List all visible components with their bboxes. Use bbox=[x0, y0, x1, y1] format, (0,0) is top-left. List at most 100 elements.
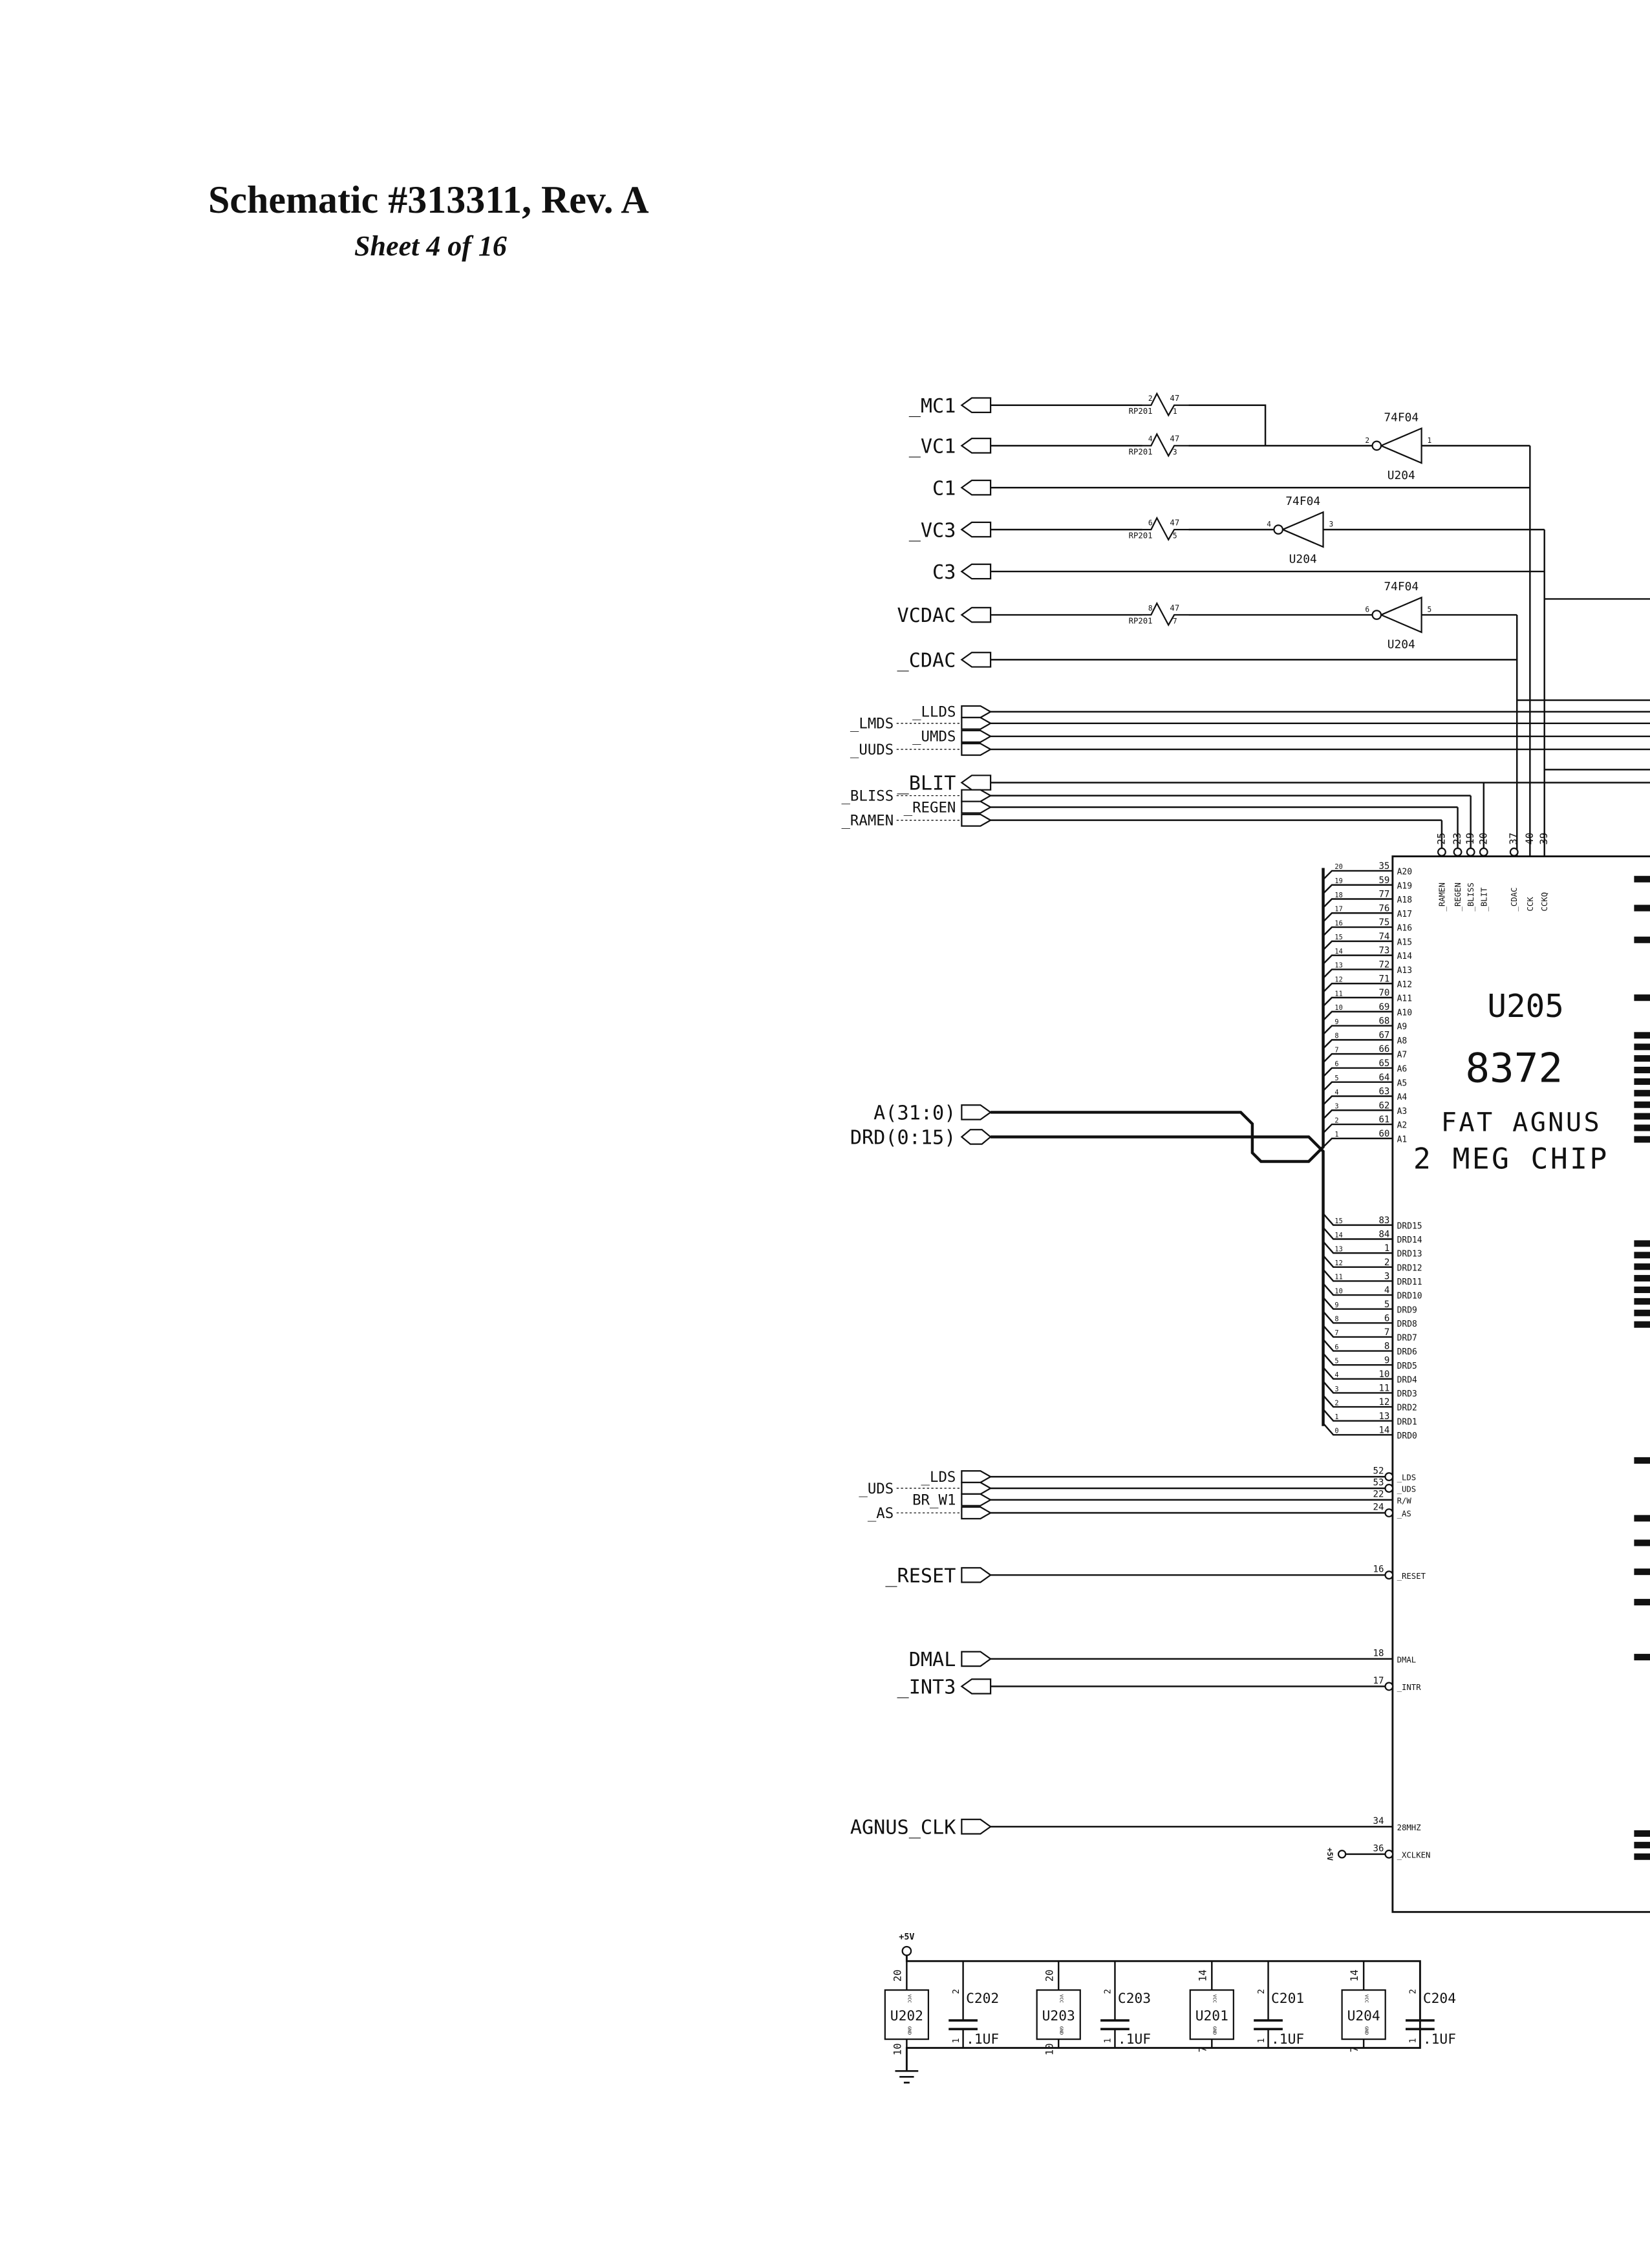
input-connector-icon bbox=[961, 729, 992, 743]
inverter-triangle-icon bbox=[1281, 511, 1324, 548]
inverter-pin: 4 bbox=[1267, 520, 1271, 529]
resistor-zigzag-icon bbox=[1142, 433, 1189, 458]
pin-number: 70 bbox=[1378, 988, 1389, 998]
gnd-label: GND bbox=[1364, 2026, 1369, 2035]
port-br-w1: BR_W1 bbox=[912, 1492, 992, 1509]
bus-index: 11 bbox=[1334, 990, 1342, 998]
offsheet-pin-label-mark bbox=[1634, 1539, 1650, 1546]
port-label: _BLIT bbox=[897, 773, 956, 795]
pin-number: 1 bbox=[1104, 2038, 1113, 2043]
pin-name: _INTR bbox=[1397, 1683, 1422, 1692]
bus-entry bbox=[1322, 1338, 1393, 1352]
input-connector-icon bbox=[961, 705, 992, 718]
resistor-value: 47 bbox=[1170, 518, 1179, 527]
bus-entry bbox=[1322, 1109, 1393, 1120]
resistor-value: 47 bbox=[1170, 603, 1179, 612]
offsheet-pin-label-mark bbox=[1634, 1136, 1650, 1143]
port-label: BR_W1 bbox=[912, 1492, 956, 1509]
pin-bubble-icon bbox=[1384, 1849, 1394, 1859]
bus-entry bbox=[1322, 1296, 1393, 1310]
bus-index: 16 bbox=[1334, 919, 1342, 927]
bus-index: 5 bbox=[1334, 1075, 1338, 1082]
bus-index: 13 bbox=[1334, 1245, 1342, 1253]
pin-number: 72 bbox=[1378, 960, 1389, 970]
bus-index: 15 bbox=[1334, 934, 1342, 941]
pin-bubble-icon bbox=[1384, 1472, 1394, 1482]
vcc-label: VCC bbox=[1058, 1995, 1064, 2003]
gnd-label: GND bbox=[1058, 2026, 1064, 2035]
pin-name: A20 bbox=[1397, 868, 1412, 877]
pin-number: 7 bbox=[1196, 2046, 1208, 2052]
ic-ref: U203 bbox=[1042, 2008, 1075, 2024]
pin-number: 20 bbox=[1043, 1969, 1055, 1982]
bus-index: 14 bbox=[1334, 1232, 1342, 1239]
bus-entry bbox=[1322, 968, 1393, 979]
bus-entry bbox=[1322, 1409, 1393, 1422]
port-label: _VC3 bbox=[909, 519, 956, 542]
offsheet-pin-label-mark bbox=[1634, 1298, 1650, 1305]
pin-name: R/W bbox=[1397, 1496, 1412, 1505]
bus-entry bbox=[1322, 996, 1393, 1007]
capacitor-icon bbox=[1254, 2019, 1283, 2031]
port--blit: _BLIT bbox=[897, 773, 992, 795]
power-label: +5V bbox=[899, 1932, 914, 1942]
bus-entry bbox=[1322, 1255, 1393, 1268]
pin-number: 35 bbox=[1378, 861, 1389, 872]
port-label: _RAMEN bbox=[841, 812, 894, 829]
pin-number: 62 bbox=[1378, 1100, 1389, 1111]
resistor-ref: RP201 bbox=[1129, 531, 1153, 540]
bus-index: 9 bbox=[1334, 1301, 1338, 1309]
pin-name: DRD0 bbox=[1397, 1431, 1417, 1441]
resistor-pin: 2 bbox=[1148, 394, 1153, 403]
resistor-pin: 7 bbox=[1173, 617, 1177, 625]
pin-name: 28MHZ bbox=[1397, 1823, 1422, 1832]
pin-number: 7 bbox=[1348, 2046, 1360, 2052]
inverter-bubble-icon bbox=[1371, 440, 1382, 451]
bus-entry bbox=[1322, 1011, 1393, 1022]
output-connector-icon bbox=[960, 438, 992, 454]
port-label: _AS bbox=[868, 1505, 894, 1522]
parts: _MC1_VC1C1_VC3C3VCDAC_CDAC_LLDS_LMDS_UMD… bbox=[841, 392, 1650, 2084]
bus-entry bbox=[1322, 1226, 1393, 1240]
pin-number: 77 bbox=[1378, 890, 1389, 900]
port--reset: _RESET bbox=[885, 1565, 992, 1587]
port-drd-0-15-: DRD(0:15) bbox=[850, 1127, 992, 1150]
pin-name: A18 bbox=[1397, 895, 1412, 905]
bus-index: 2 bbox=[1334, 1399, 1338, 1407]
pin-name: A13 bbox=[1397, 966, 1412, 976]
inverter-triangle-icon bbox=[1379, 427, 1422, 464]
pin-bubble-icon bbox=[1384, 1682, 1394, 1691]
pin-number: 74 bbox=[1378, 932, 1389, 942]
pin-name: _AS bbox=[1397, 1510, 1411, 1519]
port--bliss: _BLISS bbox=[841, 787, 992, 804]
bus-entry bbox=[1322, 1325, 1393, 1338]
bus-index: 4 bbox=[1334, 1371, 1338, 1379]
pin-number: 1 bbox=[1257, 2038, 1267, 2043]
pin-name: DRD2 bbox=[1397, 1404, 1417, 1413]
offsheet-pin-label-mark bbox=[1634, 1101, 1650, 1108]
pin-bubble-icon bbox=[1453, 847, 1462, 857]
bus-index: 0 bbox=[1334, 1428, 1338, 1435]
pin-number: 5 bbox=[1384, 1300, 1389, 1310]
bus-entry bbox=[1322, 1380, 1393, 1394]
inverter-pin: 6 bbox=[1365, 606, 1369, 614]
port-label: _CDAC bbox=[897, 650, 956, 672]
bus-entry bbox=[1322, 954, 1393, 965]
bus-index: 2 bbox=[1334, 1117, 1338, 1124]
bus-entry bbox=[1322, 1268, 1393, 1282]
pin-name: A16 bbox=[1397, 924, 1412, 934]
pin-number: 67 bbox=[1378, 1030, 1389, 1040]
pin-name: DRD8 bbox=[1397, 1320, 1417, 1329]
pin-number: 18 bbox=[1373, 1648, 1384, 1658]
pin-name: A12 bbox=[1397, 980, 1412, 990]
pin-name: A2 bbox=[1397, 1121, 1408, 1131]
pin-name: A11 bbox=[1397, 994, 1412, 1004]
resistor-ref: RP201 bbox=[1129, 616, 1153, 625]
pin-bubble-icon bbox=[1384, 1570, 1394, 1580]
resistor-zigzag-icon bbox=[1142, 392, 1189, 417]
bus-entry bbox=[1322, 870, 1393, 881]
resistor-pin: 6 bbox=[1148, 519, 1153, 527]
